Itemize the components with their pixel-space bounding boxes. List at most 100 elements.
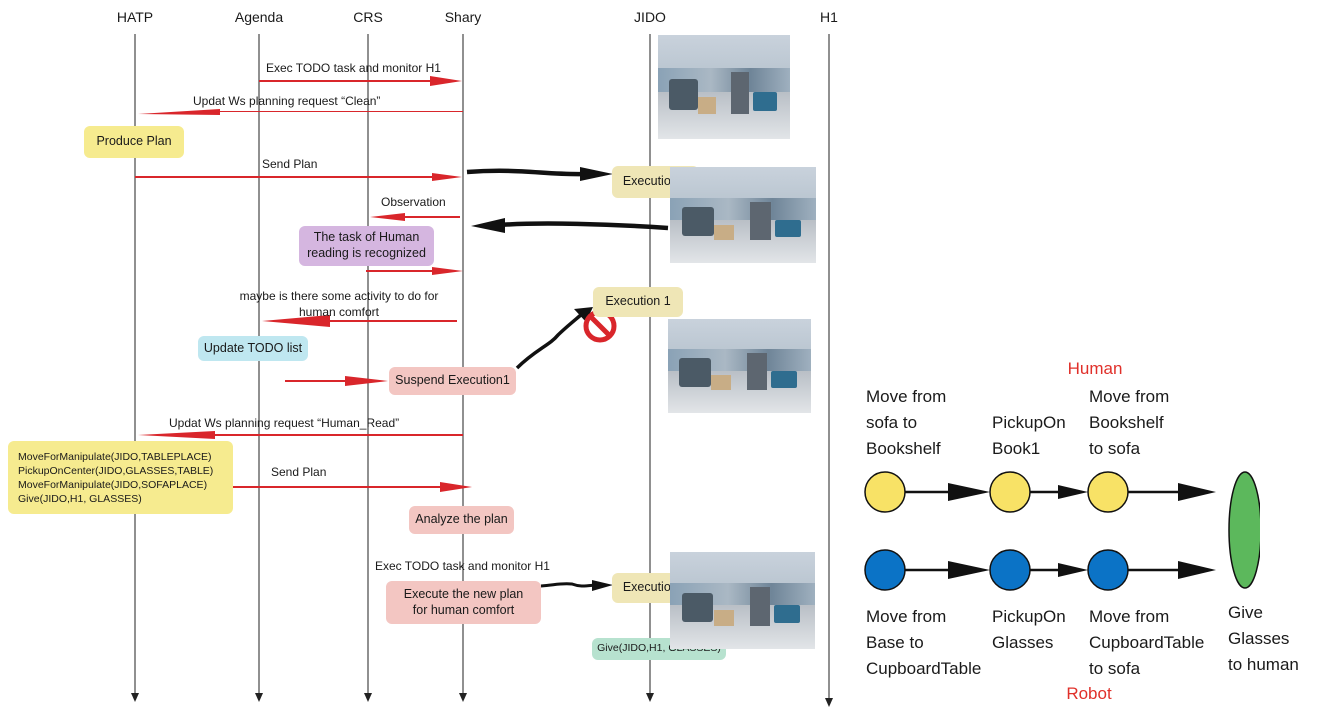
execute-new-plan-line1: Execute the new plan xyxy=(403,586,524,601)
robot-node xyxy=(989,549,1031,591)
arrow-to-execution-2-head xyxy=(592,580,613,591)
plan-step: MoveForManipulate(JIDO,TABLEPLACE) xyxy=(18,450,212,463)
robot-photo xyxy=(658,35,790,139)
human-step-2-line1: PickupOn xyxy=(992,413,1066,432)
arrow-suspend xyxy=(285,376,388,386)
task-recognized-line1: The task of Human xyxy=(313,230,420,245)
arrow-suspend-execution xyxy=(515,312,584,370)
human-edge-head xyxy=(948,483,990,501)
robot-photo xyxy=(670,167,816,263)
robot-step-1-line3: CupboardTable xyxy=(866,659,982,678)
robot-step-3-line3: to sofa xyxy=(1089,659,1141,678)
robot-step-1-line1: Move from xyxy=(866,607,947,626)
plan-graph xyxy=(864,471,1260,591)
plan-step: MoveForManipulate(JIDO,SOFAPLACE) xyxy=(18,478,208,491)
arrow-update-ws-read xyxy=(138,431,463,439)
arrow-update-ws-clean xyxy=(138,109,463,115)
human-step-3-line2: Bookshelf xyxy=(1089,413,1164,432)
msg-send-plan-1: Send Plan xyxy=(262,157,318,171)
arrow-observation xyxy=(370,213,460,221)
arrow-to-execution-1-head xyxy=(580,167,613,181)
human-edge-head xyxy=(1178,483,1216,501)
human-step-3-line1: Move from xyxy=(1089,387,1170,406)
lane-title-agenda: Agenda xyxy=(234,9,284,25)
robot-step-2-line1: PickupOn xyxy=(992,607,1066,626)
robot-step-text: Move from CupboardTable to sofa xyxy=(1089,604,1204,682)
final-step-text: Give Glasses to human xyxy=(1228,600,1299,678)
arrow-comfort xyxy=(262,315,457,327)
robot-step-1-line2: Base to xyxy=(866,633,924,652)
msg-observation: Observation xyxy=(381,195,446,209)
msg-send-plan-2: Send Plan xyxy=(271,465,327,479)
robot-node xyxy=(864,549,906,591)
lifeline-end-hatp xyxy=(131,693,139,702)
human-step-text: Move from sofa to Bookshelf xyxy=(866,384,946,462)
robot-node xyxy=(1087,549,1129,591)
final-step-line3: to human xyxy=(1228,655,1299,674)
msg-update-ws-clean: Updat Ws planning request “Clean” xyxy=(193,94,381,108)
arrow-suspend-execution-head xyxy=(574,307,593,322)
human-step-3-line3: to sofa xyxy=(1089,439,1141,458)
arrow-send-plan-1 xyxy=(135,173,462,181)
lane-title-hatp: HATP xyxy=(116,9,154,25)
human-node xyxy=(1087,471,1129,513)
msg-exec-todo-2: Exec TODO task and monitor H1 xyxy=(375,559,550,573)
human-step-1-line2: sofa to xyxy=(866,413,918,432)
plan-step: PickupOnCenter(JIDO,GLASSES,TABLE) xyxy=(18,464,214,477)
final-node xyxy=(1228,471,1260,589)
robot-step-text: Move from Base to CupboardTable xyxy=(866,604,981,682)
lane-title-crs: CRS xyxy=(353,9,383,25)
plan-step: Give(JIDO,H1, GLASSES) xyxy=(18,492,142,505)
human-step-text: PickupOn Book1 xyxy=(992,410,1066,462)
msg-comfort-line1: maybe is there some activity to do for xyxy=(239,289,439,303)
final-step-line1: Give xyxy=(1228,603,1263,622)
robot-photo xyxy=(668,319,811,413)
human-node xyxy=(989,471,1031,513)
lifeline-end-crs xyxy=(364,693,372,702)
execution-1-box-2: Execution 1 xyxy=(593,287,683,317)
suspend-execution-box: Suspend Execution1 xyxy=(389,367,516,395)
robot-photo xyxy=(670,552,815,649)
robot-edge-head xyxy=(1178,561,1216,579)
produce-plan-box: Produce Plan xyxy=(84,126,184,158)
robot-edge-head xyxy=(948,561,990,579)
robot-label: Robot xyxy=(1066,684,1112,703)
update-todo-box: Update TODO list xyxy=(198,336,308,361)
plan-steps-box: MoveForManipulate(JIDO,TABLEPLACE) Picku… xyxy=(8,441,233,514)
msg-comfort: maybe is there some activity to do for h… xyxy=(240,288,439,320)
lane-title-shary: Shary xyxy=(444,9,482,25)
arrow-task-recognized xyxy=(366,267,463,275)
final-step-line2: Glasses xyxy=(1228,629,1290,648)
msg-exec-todo: Exec TODO task and monitor H1 xyxy=(266,61,441,75)
human-step-1-line3: Bookshelf xyxy=(866,439,941,458)
human-step-1-line1: Move from xyxy=(866,387,947,406)
human-step-2-line2: Book1 xyxy=(992,439,1041,458)
robot-edge-head xyxy=(1058,563,1088,577)
robot-step-3-line2: CupboardTable xyxy=(1089,633,1205,652)
msg-update-ws-read: Updat Ws planning request “Human_Read” xyxy=(169,416,400,430)
task-recognized-line2: reading is recognized xyxy=(307,246,426,260)
arrow-send-plan-2 xyxy=(233,482,472,492)
lane-title-jido: JIDO xyxy=(634,9,666,25)
human-edge-head xyxy=(1058,485,1088,499)
arrow-to-execution-1 xyxy=(466,168,586,177)
lifeline-end-shary xyxy=(459,693,467,702)
arrow-observation-back-head xyxy=(471,218,505,233)
analyze-plan-box: Analyze the plan xyxy=(409,506,514,534)
lifeline-end-agenda xyxy=(255,693,263,702)
arrow-exec-todo xyxy=(259,76,462,86)
lifeline-end-jido xyxy=(646,693,654,702)
robot-step-text: PickupOn Glasses xyxy=(992,604,1066,656)
human-node xyxy=(864,471,906,513)
human-step-text: Move from Bookshelf to sofa xyxy=(1089,384,1169,462)
arrow-observation-back xyxy=(499,221,669,231)
human-label: Human xyxy=(1067,359,1123,378)
robot-step-2-line2: Glasses xyxy=(992,633,1054,652)
robot-step-3-line1: Move from xyxy=(1089,607,1170,626)
execute-new-plan-box: Execute the new plan for human comfort xyxy=(386,581,541,624)
lifeline-end-h1 xyxy=(825,698,833,707)
execute-new-plan-line2: for human comfort xyxy=(412,602,515,617)
arrow-to-execution-2 xyxy=(540,582,596,588)
msg-comfort-line2: human comfort xyxy=(298,305,380,319)
lane-title-h1: H1 xyxy=(820,9,838,25)
